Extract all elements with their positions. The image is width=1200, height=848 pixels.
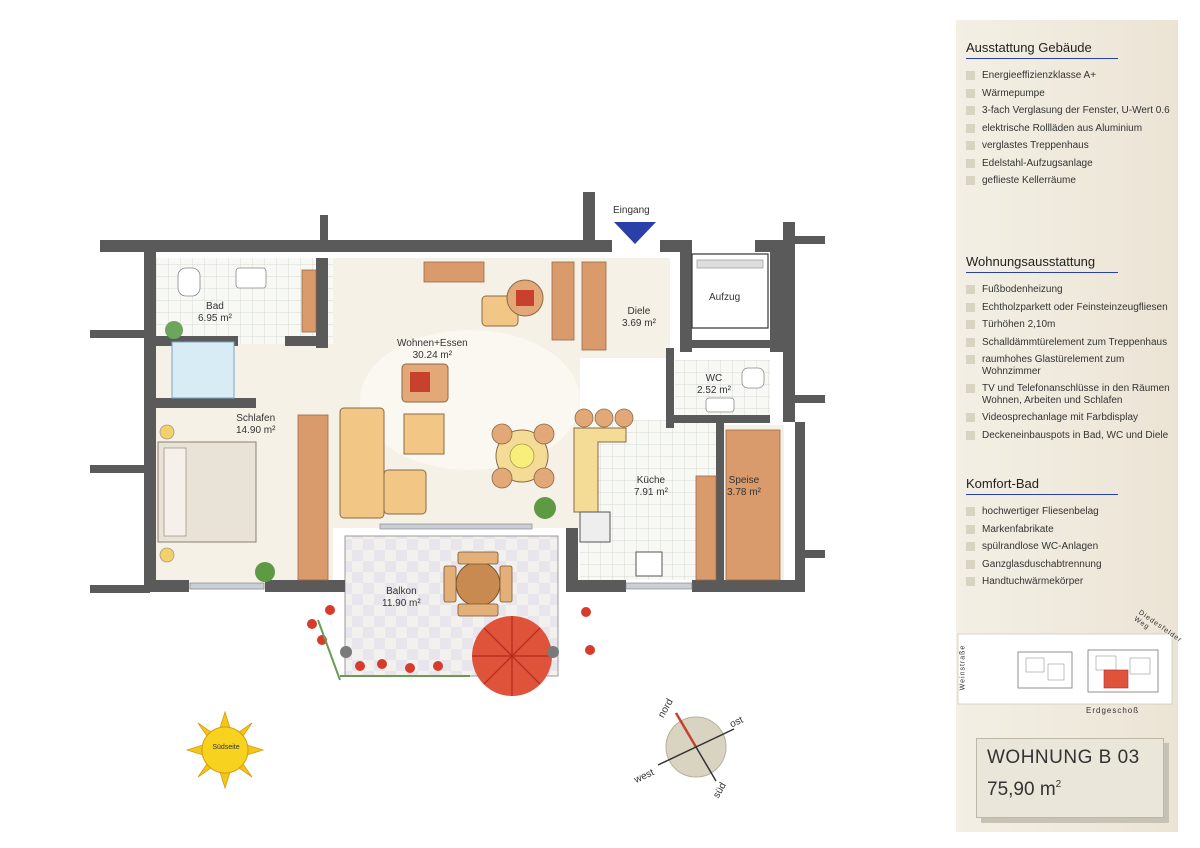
room-label-wohnen: Wohnen+Essen 30.24 m² xyxy=(397,338,468,362)
floor-plan: Eingang Bad 6.95 m² Wohnen+Essen 30.24 m… xyxy=(90,192,825,696)
room-label-balkon: Balkon 11.90 m² xyxy=(382,586,421,610)
feature-list-bath: hochwertiger Fliesenbelag Markenfabrikat… xyxy=(966,506,1171,594)
floor-plan-drawing xyxy=(90,192,825,696)
street-left-label: Weinstraße xyxy=(959,644,967,691)
floor-label: Erdgeschoß xyxy=(1086,706,1140,715)
list-item: Schalldämmtürelement zum Treppenhaus xyxy=(966,337,1171,349)
bullet-square-icon xyxy=(966,524,975,534)
bullet-square-icon xyxy=(966,355,975,364)
room-label-schlafen: Schlafen 14.90 m² xyxy=(236,413,275,437)
room-area: 30.24 m² xyxy=(412,350,453,361)
room-area: 6.95 m² xyxy=(198,313,232,324)
room-name: Wohnen+Essen xyxy=(397,338,468,349)
compass: nord ost süd west xyxy=(630,695,760,805)
feature-list-building: Energieeffizienzklasse A+ Wärmepumpe 3-f… xyxy=(966,70,1171,193)
room-name: Bad xyxy=(206,301,224,312)
list-item: spülrandlose WC-Anlagen xyxy=(966,541,1171,553)
site-map-drawing xyxy=(957,633,1173,705)
compass-rose-icon xyxy=(657,712,735,782)
bullet-square-icon xyxy=(966,158,975,168)
room-area: 3.78 m² xyxy=(727,487,761,498)
sofa xyxy=(339,407,385,519)
apartment-area-sup: 2 xyxy=(1055,779,1062,790)
bullet-square-icon xyxy=(966,577,975,586)
site-map: Weinstraße Diedesfelder Weg Erdgeschoß xyxy=(956,609,1183,732)
section-title-bath: Komfort-Bad xyxy=(966,476,1118,495)
bullet-square-icon xyxy=(966,507,975,516)
section-title-apartment: Wohnungsausstattung xyxy=(966,254,1118,273)
room-label-wc: WC 2.52 m² xyxy=(697,373,731,397)
stove xyxy=(579,511,611,543)
bullet-square-icon xyxy=(966,141,975,150)
list-item: Fußbodenheizung xyxy=(966,284,1171,296)
room-area: 7.91 m² xyxy=(634,487,668,498)
apartment-title: WOHNUNG B 03 xyxy=(987,747,1140,768)
room-area: 14.90 m² xyxy=(236,425,276,436)
apartment-info-box: WOHNUNG B 03 75,90 m2 xyxy=(976,738,1164,818)
bullet-square-icon xyxy=(966,176,975,185)
list-item: Echtholzparkett oder Feinsteinzeugfliese… xyxy=(966,302,1171,314)
list-item: Türhöhen 2,10m xyxy=(966,319,1171,331)
list-item: Handtuchwärmekörper xyxy=(966,576,1171,588)
bullet-square-icon xyxy=(966,71,975,80)
list-item: TV und Telefonanschlüsse in den Räumen W… xyxy=(966,383,1171,406)
list-item: Wärmepumpe xyxy=(966,88,1171,100)
bullet-square-icon xyxy=(966,384,975,393)
room-label-diele: Diele 3.69 m² xyxy=(622,306,656,330)
shower xyxy=(171,341,235,399)
bullet-square-icon xyxy=(966,320,975,329)
highlighted-unit xyxy=(1103,669,1129,689)
sink xyxy=(635,551,663,577)
list-item: raumhohes Glastürelement zum Wohnzimmer xyxy=(966,354,1171,377)
room-label-aufzug: Aufzug xyxy=(709,292,741,303)
room-label-bad: Bad 6.95 m² xyxy=(198,301,232,325)
apartment-area: 75,90 m2 xyxy=(987,779,1061,801)
list-item: Energieeffizienzklasse A+ xyxy=(966,70,1171,82)
room-area: 3.69 m² xyxy=(622,318,656,329)
kitchen-counter xyxy=(573,427,627,513)
feature-list-apartment: Fußbodenheizung Echtholzparkett oder Fei… xyxy=(966,284,1171,447)
list-item: geflieste Kellerräume xyxy=(966,175,1171,187)
bullet-square-icon xyxy=(966,106,975,115)
bullet-square-icon xyxy=(966,559,975,569)
entrance-label: Eingang xyxy=(613,205,650,216)
room-label-speise: Speise 3.78 m² xyxy=(727,475,761,499)
list-item: 3-fach Verglasung der Fenster, U-Wert 0.… xyxy=(966,105,1171,117)
apartment-area-value: 75,90 m xyxy=(987,779,1056,800)
sun-label: Südseite xyxy=(212,744,240,751)
bullet-square-icon xyxy=(966,413,975,422)
bullet-square-icon xyxy=(966,88,975,98)
list-item: Edelstahl-Aufzugsanlage xyxy=(966,158,1171,170)
walls xyxy=(90,192,825,593)
list-item: verglastes Treppenhaus xyxy=(966,140,1171,152)
bullet-square-icon xyxy=(966,123,975,133)
room-name: Küche xyxy=(636,475,666,486)
list-item: elektrische Rollläden aus Aluminium xyxy=(966,123,1171,135)
room-name: Diele xyxy=(627,306,651,317)
bullet-square-icon xyxy=(966,430,975,440)
room-name: Schlafen xyxy=(236,413,276,424)
list-item: Markenfabrikate xyxy=(966,524,1171,536)
list-item: hochwertiger Fliesenbelag xyxy=(966,506,1171,518)
info-panel: Ausstattung Gebäude Energieeffizienzklas… xyxy=(956,20,1183,832)
sun-icon xyxy=(185,710,265,790)
bullet-square-icon xyxy=(966,285,975,294)
bullet-square-icon xyxy=(966,302,975,312)
list-item: Deckeneinbauspots in Bad, WC und Diele xyxy=(966,430,1171,442)
room-name: Balkon xyxy=(386,586,417,597)
room-area: 2.52 m² xyxy=(697,385,731,396)
bullet-square-icon xyxy=(966,542,975,551)
section-title-building: Ausstattung Gebäude xyxy=(966,40,1118,59)
bullet-square-icon xyxy=(966,337,975,347)
balcony-umbrella xyxy=(472,616,552,696)
list-item: Ganzglasduschabtrennung xyxy=(966,559,1171,571)
room-name: Speise xyxy=(728,475,760,486)
room-label-kueche: Küche 7.91 m² xyxy=(634,475,668,499)
room-name: WC xyxy=(705,373,723,384)
entrance-arrow xyxy=(614,222,656,244)
room-area: 11.90 m² xyxy=(382,598,421,609)
list-item: Videosprechanlage mit Farbdisplay xyxy=(966,412,1171,424)
